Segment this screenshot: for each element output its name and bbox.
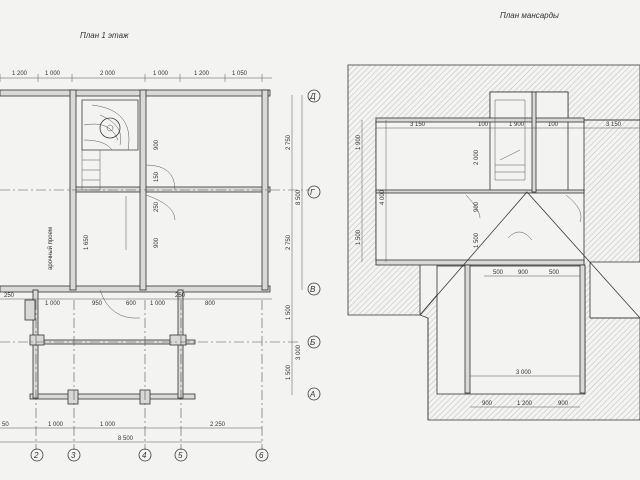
plan1-bottom-total: 8 500	[118, 436, 134, 442]
plan1-right-dim-1: 2 750	[286, 134, 292, 150]
axis-col-2: 2	[33, 451, 39, 460]
plan2: План мансарды 3 150 100 1 900 100 3 150	[347, 11, 640, 421]
plan1-right-dim-6: 1 500	[286, 364, 292, 380]
plan1-right-dim-4: 1 500	[286, 304, 292, 320]
plan2-bottom-dim-2: 1 200	[517, 401, 533, 407]
plan1-axis-lines	[0, 189, 310, 450]
plan2-top-dim-2: 100	[478, 122, 489, 128]
plan1-mid-dim-2: 950	[92, 301, 103, 307]
plan1-inner-dim-4: 1 650	[84, 234, 90, 250]
axis-col-3: 3	[71, 451, 76, 460]
plan1-bottom-dim-4: 2 250	[210, 422, 226, 428]
plan1-post-dim-2: 250	[175, 293, 186, 299]
axis-row-d: Д	[309, 92, 316, 101]
plan2-inner-dim-2: 900	[474, 201, 480, 212]
plan2-bottom-dim-3: 900	[558, 401, 569, 407]
plan1-right-dim-2: 8 500	[296, 189, 302, 205]
plan1-top-ticks	[0, 74, 263, 82]
plan1-top-dim-1: 1 200	[12, 71, 28, 77]
plan2-inner-dim-1: 2 000	[474, 149, 480, 165]
plan2-title: План мансарды	[500, 11, 559, 20]
plan1-mid-dim-3: 600	[126, 301, 137, 307]
plan1-inner-dim-3: 250	[154, 201, 160, 212]
plan2-top-dim-4: 100	[548, 122, 559, 128]
plan1-right-dim-3: 2 750	[286, 234, 292, 250]
plan2-mid-dim-2: 900	[518, 270, 529, 276]
attic-room-lower	[436, 265, 586, 395]
plan2-top-dim-5: 3 150	[606, 122, 622, 128]
plan2-left-dim-3: 1 500	[356, 229, 362, 245]
plan1-doors	[99, 164, 176, 319]
plan1-post-dim-1: 250	[4, 293, 15, 299]
plan2-top-dim-1: 3 150	[410, 122, 426, 128]
plan1: План 1 этаж 1 200 1 000 2 000 1 000 1 20…	[0, 31, 321, 462]
plan2-inner-dim-3: 1 500	[474, 232, 480, 248]
plan1-row-axes: Д Г В Б А	[307, 89, 321, 401]
plan1-right-dim-5: 3 000	[296, 344, 302, 360]
plan1-inner-dim-2: 150	[154, 171, 160, 182]
plan2-left-dim-2: 4 000	[380, 189, 386, 205]
axis-row-g: Г	[310, 188, 315, 197]
plan1-inner-dim-5: 900	[154, 237, 160, 248]
plan1-inner-dim-1: 900	[154, 139, 160, 150]
plan1-mid-dim-1: 1 000	[45, 301, 61, 307]
plan1-top-dim-4: 1 000	[153, 71, 169, 77]
plan1-title: План 1 этаж	[80, 31, 129, 40]
axis-col-6: 6	[259, 451, 264, 460]
plan1-walls	[0, 89, 271, 405]
plan1-mid-dim-5: 800	[205, 301, 216, 307]
axis-row-b: Б	[310, 338, 315, 347]
plan1-top-dim-6: 1 050	[232, 71, 248, 77]
plan1-bottom-dim-2: 1 000	[48, 422, 64, 428]
plan2-top-dim-3: 1 900	[509, 122, 525, 128]
plan2-mid-dim-3: 500	[549, 270, 560, 276]
plan1-top-dim-5: 1 200	[194, 71, 210, 77]
plan1-col-axes: 2 3 4 5 6	[30, 448, 269, 462]
plan1-bottom-dim-1: 50	[2, 422, 9, 428]
plan1-bottom-dim-3: 1 000	[100, 422, 116, 428]
arch-opening-label: арочный проем	[47, 227, 54, 270]
plan1-mid-dim-4: 1 000	[150, 301, 166, 307]
plan2-bottom-dim-main: 3 000	[516, 370, 532, 376]
attic-stair-bay	[489, 91, 569, 193]
plan2-mid-dim-1: 500	[493, 270, 504, 276]
axis-row-v: В	[310, 285, 316, 294]
axis-col-5: 5	[178, 451, 183, 460]
plan1-top-dim-3: 2 000	[100, 71, 116, 77]
spiral-staircase	[81, 99, 139, 191]
axis-col-4: 4	[142, 451, 147, 460]
axis-row-a: А	[309, 390, 315, 399]
plan2-bottom-dim-1: 900	[482, 401, 493, 407]
plan2-left-dim-1: 1 900	[356, 134, 362, 150]
plan1-top-dim-2: 1 000	[45, 71, 61, 77]
